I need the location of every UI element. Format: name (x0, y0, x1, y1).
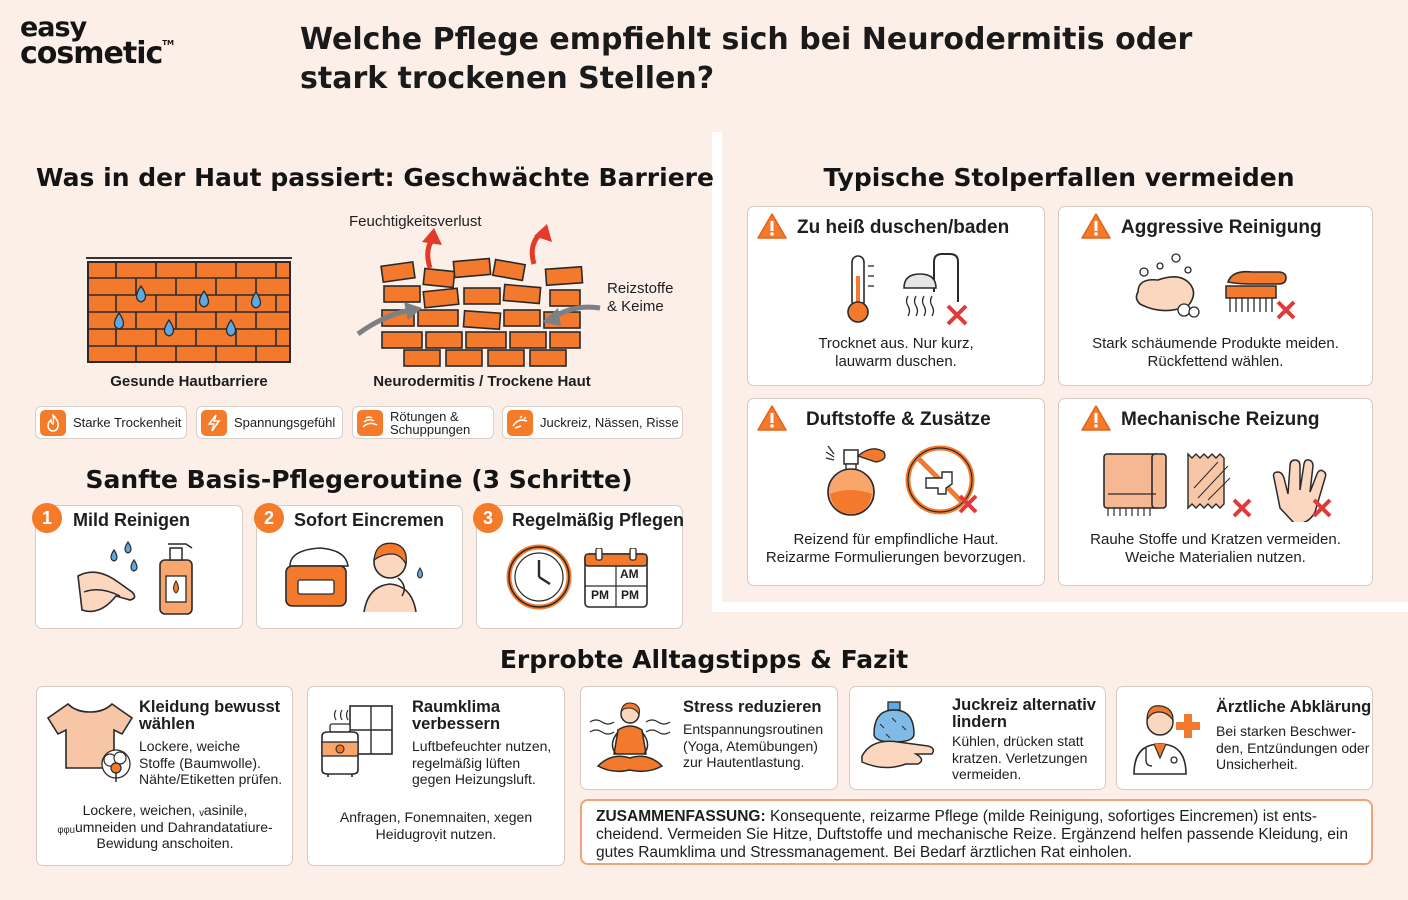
doctor-icon (1133, 705, 1200, 775)
step-number-3: 3 (473, 503, 503, 533)
tshirt-cotton-icon (46, 702, 134, 782)
towel-fabric-hand-icon (1103, 452, 1332, 522)
perfume-no-spray-icon (825, 445, 978, 516)
tip-text: Bei starken Beschwer- den, Entzündungen … (1216, 723, 1370, 772)
symptom-chip-tension: Spannungsgefühl (196, 406, 343, 439)
meditation-icon (589, 702, 671, 773)
damaged-barrier-illustration (356, 224, 601, 367)
symptom-label: Spannungsgefühl (234, 415, 336, 430)
tip-title: Stress reduzieren (683, 698, 822, 716)
healthy-barrier-illustration (86, 257, 292, 363)
summary-paragraph: ZUSAMMENFASSUNG: Konsequente, reizarme P… (596, 808, 1348, 861)
routine-step-1 (35, 505, 243, 629)
tip-title: Kleidung bewusst wählen (139, 698, 281, 733)
tip-title: Raumklima verbessern (412, 698, 501, 733)
symptom-label: Starke Trockenheit (73, 415, 182, 430)
thermometer-shower-icon (847, 253, 968, 326)
pitfall-text: Rauhe Stoffe und Kratzen vermeiden. Weic… (1090, 531, 1341, 566)
barrier-heading: Was in der Haut passiert: Geschwächte Ba… (36, 163, 714, 192)
pitfall-title: Zu heiß duschen/baden (797, 217, 1010, 238)
tip-extra-text: Anfragen, Fonemnaiten, xegen Heidugroṿit… (339, 809, 533, 842)
summary-text: Konsequente, reizarme Pflege (milde Rein… (596, 808, 1348, 861)
washing-hands-icon (77, 540, 193, 615)
step-title-1: Mild Reinigen (73, 510, 190, 530)
step-number-2: 2 (254, 503, 284, 533)
pitfall-title: Mechanische Reizung (1121, 409, 1320, 430)
pitfall-text: Trocknet aus. Nur kurz, lauwarm duschen. (818, 335, 974, 370)
damaged-barrier-label: Neurodermitis / Trockene Haut (373, 373, 591, 390)
tip-text: Kühlen, drücken statt kratzen. Verletzun… (952, 733, 1088, 782)
moisture-loss-label: Feuchtigkeitsverlust (349, 213, 482, 230)
clock-icon (506, 544, 572, 610)
healthy-barrier-label: Gesunde Hautbarriere (110, 373, 268, 390)
tip-text: Entspannungsroutinen (Yoga, Atemübungen)… (683, 721, 824, 770)
page-title: Welche Pflege empfiehlt sich bei Neurode… (300, 22, 1193, 96)
section-divider-vertical (712, 132, 722, 610)
calendar-pm-label-2: PM (621, 588, 639, 602)
cream-and-face-icon (285, 542, 424, 613)
pitfalls-heading: Typische Stolperfallen vermeiden (823, 163, 1295, 192)
tip-text: Lockere, weiche Stoffe (Baumwolle). Näht… (139, 738, 283, 787)
flaking-skin-icon (357, 409, 383, 436)
humidifier-window-icon (321, 705, 393, 777)
soap-brush-icon (1135, 253, 1296, 320)
pitfall-text: Stark schäumende Produkte meiden. Rückfe… (1092, 335, 1339, 370)
brand-logo: easy cosmeticTM (20, 12, 175, 72)
symptom-label: Juckreiz, Nässen, Risse (540, 415, 679, 430)
tip-title: Ärztliche Abklärung (1216, 698, 1372, 716)
symptom-chip-redness: Rötungen & Schuppungen (352, 406, 494, 439)
pitfall-card-aggressive-cleaning (1058, 206, 1373, 386)
symptom-chip-itching: Juckreiz, Nässen, Risse (502, 406, 683, 439)
irritants-label: Reizstoffe & Keime (607, 280, 674, 315)
pitfall-title: Aggressive Reinigung (1121, 217, 1322, 238)
warning-icon (757, 405, 787, 431)
warning-icon (1081, 405, 1111, 431)
tips-heading: Erprobte Alltagstipps & Fazit (499, 645, 909, 674)
brand-line2: cosmeticTM (20, 36, 175, 72)
symptom-label: Rötungen & Schuppungen (390, 408, 471, 437)
calendar-am-label: AM (620, 567, 639, 581)
summary-label: ZUSAMMENFASSUNG: (596, 808, 766, 825)
calendar-icon: AM PM PM (584, 548, 648, 608)
scratch-hand-icon (507, 409, 533, 436)
pitfall-text: Reizend für empfindliche Haut. Reizarme … (765, 531, 1027, 566)
step-title-2: Sofort Eincremen (294, 510, 445, 530)
section-divider-horizontal (712, 602, 1408, 612)
tip-text: Luftbefeuchter nutzen, regelmäßig lüften… (412, 738, 552, 787)
symptom-chip-dryness: Starke Trockenheit (35, 406, 187, 439)
ice-pack-hand-icon (861, 701, 935, 769)
warning-icon (757, 213, 787, 239)
warning-icon (1081, 213, 1111, 239)
step-number-1: 1 (32, 503, 62, 533)
calendar-pm-label: PM (591, 588, 609, 602)
pitfall-card-hot-shower (747, 206, 1045, 386)
flame-icon (40, 409, 66, 436)
pitfall-card-fragrances (747, 398, 1045, 586)
step-title-3: Regelmäßig Pflegen (512, 510, 685, 530)
routine-heading: Sanfte Basis-Pflegeroutine (3 Schritte) (85, 465, 633, 494)
tip-title: Juckreiz alternativ lindern (952, 696, 1096, 731)
summary-box: ZUSAMMENFASSUNG: Konsequente, reizarme P… (580, 799, 1373, 865)
lightning-icon (201, 409, 227, 436)
pitfall-title: Duftstoffe & Zusätze (806, 409, 991, 430)
routine-step-3 (476, 505, 683, 629)
tip-extra-text: Lockere, weichen, ᵥasinile, ᵩᵩᵤumneiden … (57, 802, 273, 851)
brand-line1: easy (20, 12, 87, 43)
